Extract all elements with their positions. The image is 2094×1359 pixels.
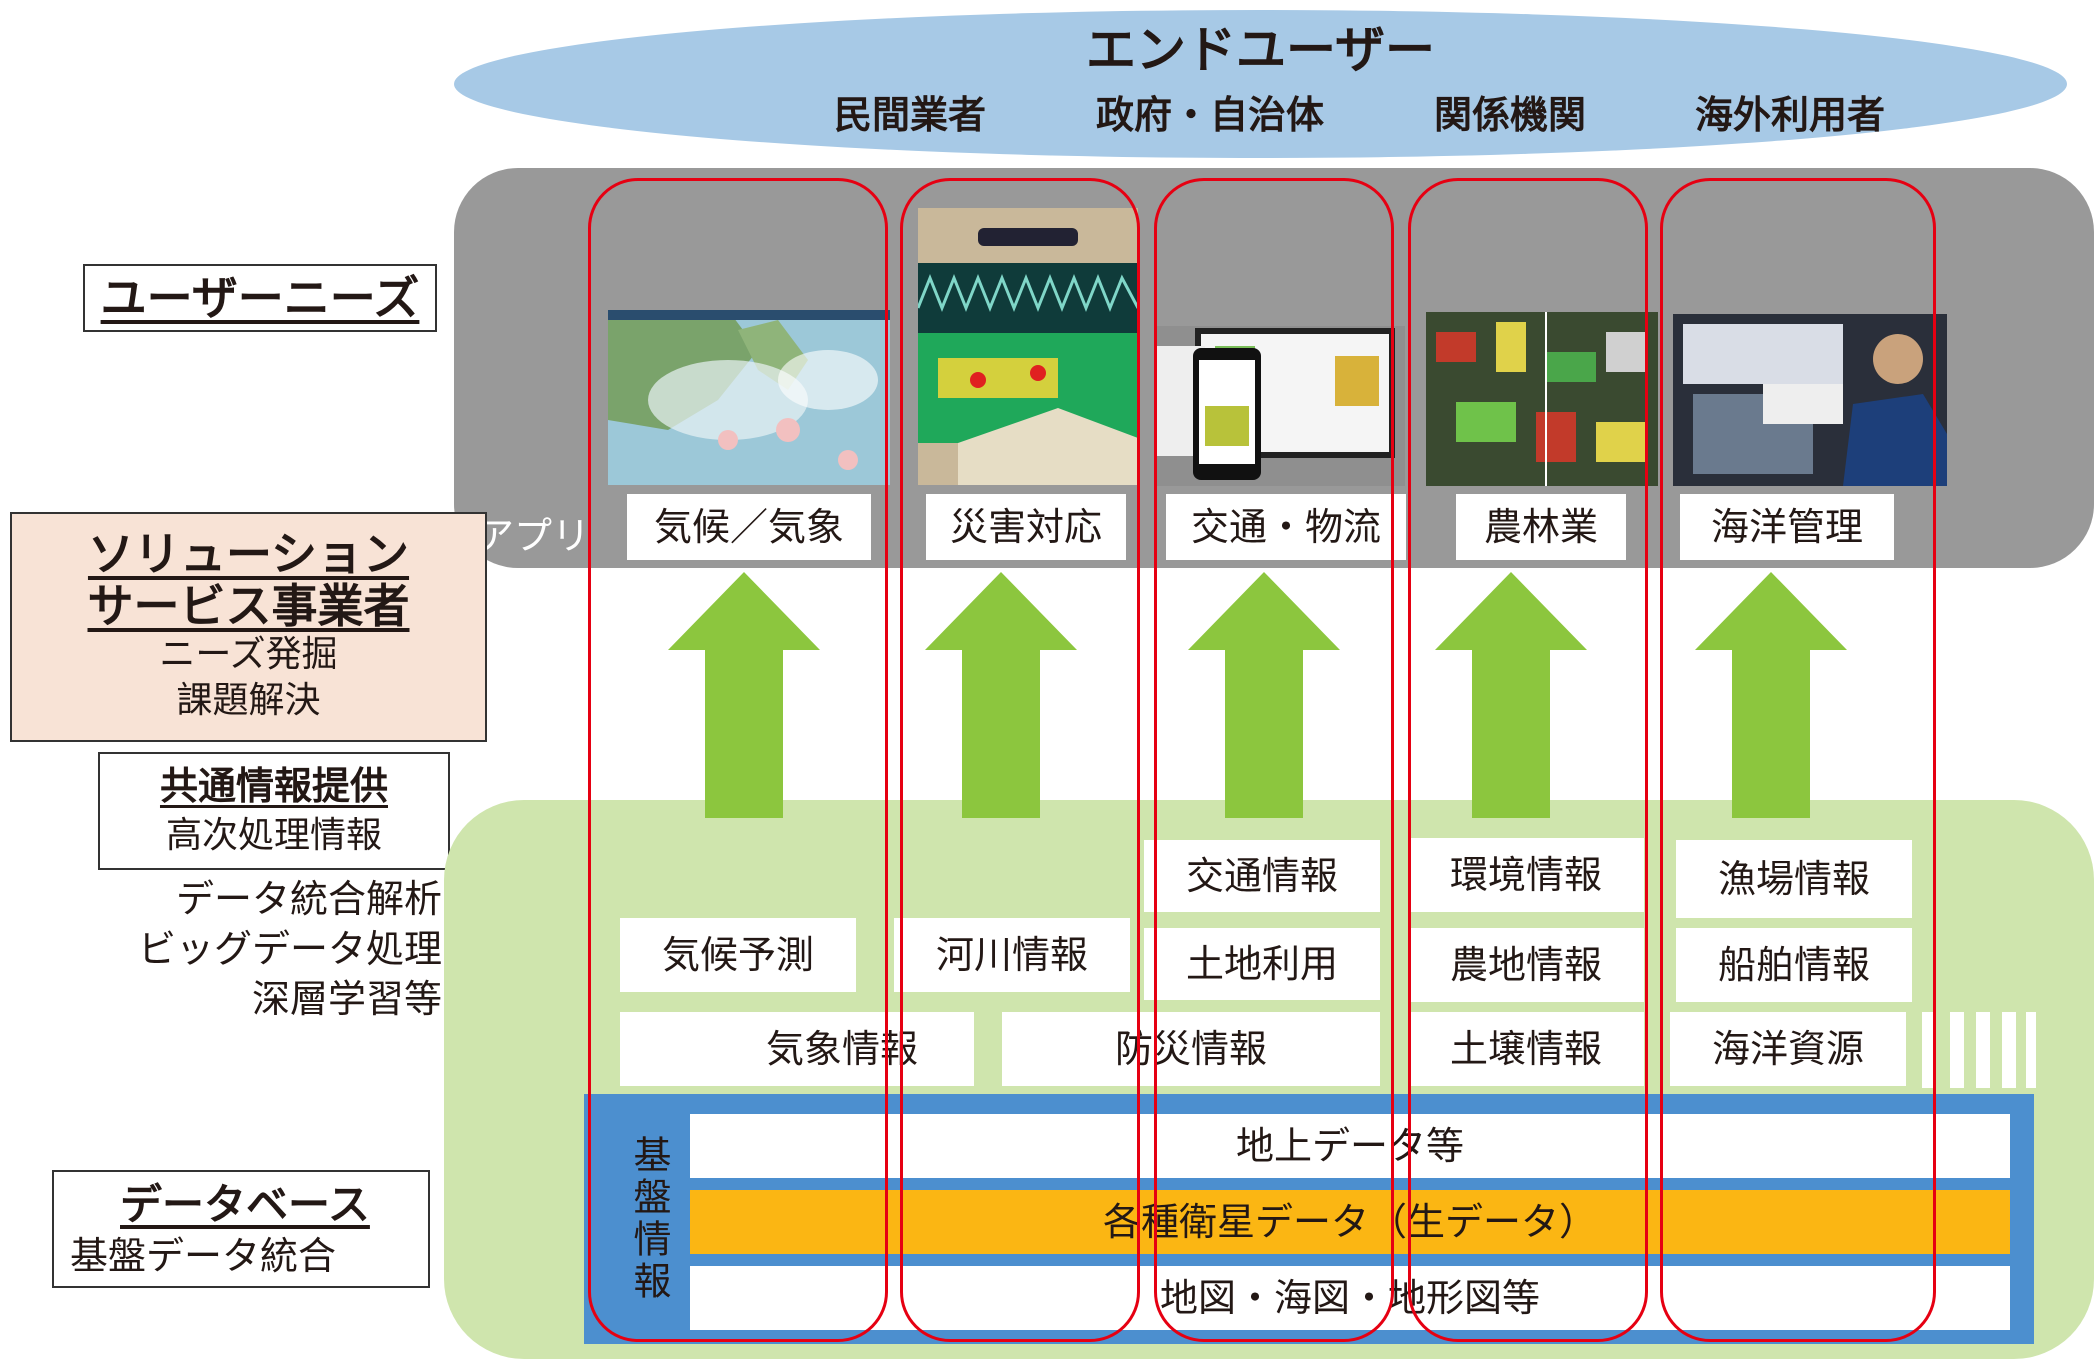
solution-problem-solving: 課題解決 — [176, 680, 321, 721]
end-user-ellipse — [454, 10, 2067, 158]
agriculture-image — [1426, 312, 1658, 486]
segment-government: 政府・自治体 — [1095, 93, 1324, 137]
app-ocean-management: 海洋管理 — [1680, 494, 1894, 560]
info-weather: 気象情報 — [620, 1012, 974, 1086]
user-needs-label: ユーザーニーズ — [100, 271, 420, 325]
ocean-management-image — [1673, 314, 1947, 486]
up-arrow-disaster — [925, 572, 1077, 818]
end-user-title: エンドユーザー — [1086, 21, 1435, 79]
continuation-stripe — [2002, 1012, 2016, 1088]
analysis-data-integration: データ統合解析 — [175, 877, 442, 921]
app-label: アプリ — [476, 514, 591, 558]
column-frame-traffic — [1154, 178, 1394, 1342]
solution-title-line1: ソリューション — [87, 527, 410, 581]
foundation-satellite-data: 各種衛星データ（生データ） — [690, 1190, 2010, 1254]
common-info-sub: 高次処理情報 — [165, 815, 382, 856]
continuation-stripe — [2026, 1012, 2036, 1088]
weather-map-image — [608, 310, 890, 485]
info-environment: 環境情報 — [1408, 838, 1644, 912]
solution-title-line2: サービス事業者 — [87, 579, 410, 633]
database-box: データベース 基盤データ統合 — [52, 1170, 430, 1288]
solution-needs-discovery: ニーズ発掘 — [159, 634, 338, 675]
disaster-response-image — [918, 208, 1138, 485]
common-info-title: 共通情報提供 — [159, 764, 388, 808]
analysis-deep-learning: 深層学習等 — [251, 977, 442, 1021]
up-arrow-ocean — [1695, 572, 1847, 818]
column-frame-agriculture — [1408, 178, 1648, 1342]
info-disaster-prevention: 防災情報 — [1002, 1012, 1380, 1086]
user-needs-box: ユーザーニーズ — [83, 264, 437, 332]
info-soil: 土壌情報 — [1408, 1012, 1644, 1086]
solution-provider-box: ソリューション サービス事業者 ニーズ発掘 課題解決 — [10, 512, 487, 742]
segment-related-agencies: 関係機関 — [1433, 93, 1586, 137]
info-ships: 船舶情報 — [1676, 928, 1912, 1002]
common-info-box: 共通情報提供 高次処理情報 — [98, 752, 450, 870]
up-arrow-agriculture — [1435, 572, 1587, 818]
foundation-ground-data: 地上データ等 — [690, 1114, 2010, 1178]
info-climate-forecast: 気候予測 — [620, 918, 856, 992]
segment-private-companies: 民間業者 — [833, 93, 986, 137]
info-ocean-resources: 海洋資源 — [1670, 1012, 1906, 1086]
column-frame-ocean — [1660, 178, 1936, 1342]
app-traffic-logistics: 交通・物流 — [1166, 494, 1406, 560]
database-sub: 基盤データ統合 — [70, 1234, 337, 1278]
app-agriculture-forestry: 農林業 — [1456, 494, 1626, 560]
info-land-use: 土地利用 — [1144, 928, 1380, 1000]
foundation-label: 基盤情報 — [627, 1135, 671, 1303]
column-frame-disaster — [900, 178, 1140, 1342]
up-arrow-climate — [668, 572, 820, 818]
column-frame-climate — [588, 178, 888, 1342]
continuation-stripe — [1976, 1012, 1990, 1088]
analysis-big-data: ビッグデータ処理 — [137, 927, 442, 971]
info-traffic: 交通情報 — [1144, 840, 1380, 912]
continuation-stripe — [1922, 1012, 1936, 1088]
info-farmland: 農地情報 — [1408, 928, 1644, 1002]
continuation-stripe — [1950, 1012, 1964, 1088]
analysis-methods: データ統合解析 ビッグデータ処理 深層学習等 — [60, 874, 442, 1024]
info-fishing-grounds: 漁場情報 — [1676, 840, 1912, 918]
up-arrow-traffic — [1188, 572, 1340, 818]
database-title: データベース — [120, 1180, 370, 1229]
segment-overseas-users: 海外利用者 — [1694, 93, 1885, 137]
app-disaster-response: 災害対応 — [926, 494, 1126, 560]
traffic-logistics-image — [1155, 326, 1405, 486]
info-river: 河川情報 — [894, 918, 1130, 992]
app-climate-weather: 気候／気象 — [627, 494, 871, 560]
